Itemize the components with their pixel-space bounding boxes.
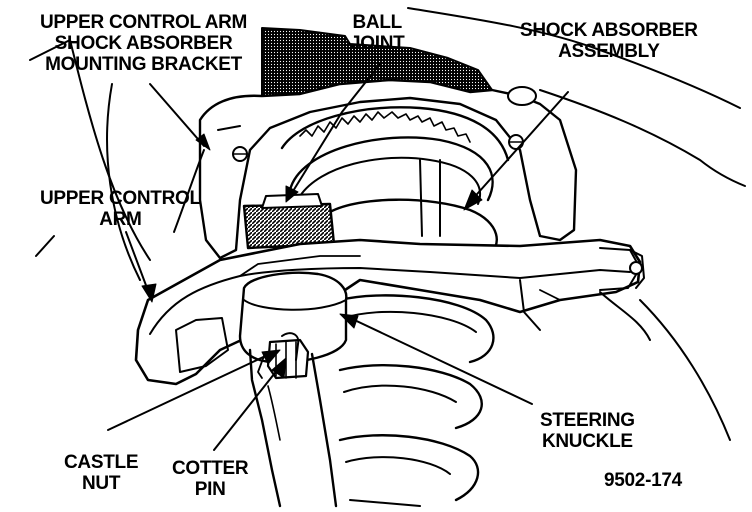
arrow-ball-joint xyxy=(285,185,299,203)
wheelwell-line xyxy=(29,39,71,61)
label-cotter-pin: COTTER PIN xyxy=(172,458,249,500)
ball-joint-cup xyxy=(238,271,348,364)
leader-ball-joint xyxy=(289,63,381,197)
arrow-upper-mount xyxy=(195,133,211,151)
arm-bolt xyxy=(629,261,643,275)
leader-cotter-pin xyxy=(213,363,283,451)
dash-mark xyxy=(35,235,55,257)
bracket-tab xyxy=(507,86,537,106)
label-shock-absorber-assembly: SHOCK ABSORBER ASSEMBLY xyxy=(520,20,698,62)
arrow-shock xyxy=(463,189,483,211)
wheelwell-curve xyxy=(69,39,151,261)
bracket-edge xyxy=(173,149,205,233)
cotter-pin xyxy=(281,332,300,361)
leader-knuckle xyxy=(345,315,533,405)
spring-seat-top xyxy=(280,106,510,162)
castle-nut xyxy=(266,338,310,380)
spring-seat-teeth xyxy=(299,111,471,143)
shock-body xyxy=(419,159,423,237)
bracket-edge-2 xyxy=(217,125,241,131)
label-steering-knuckle: STEERING KNUCKLE xyxy=(540,410,635,452)
coil-spring-mid xyxy=(328,198,498,260)
arrow-upper-arm xyxy=(141,283,157,303)
wheelwell-curve-2 xyxy=(106,83,141,281)
fender-line-right xyxy=(539,89,746,187)
arrow-cotter-pin xyxy=(271,357,287,379)
ball-joint-stem xyxy=(261,193,323,209)
arm-flange xyxy=(175,317,229,373)
coil-spring-bottom xyxy=(338,363,483,430)
arm-inner-edge xyxy=(149,267,631,335)
coil-spring-lower xyxy=(338,294,495,364)
label-ball-joint: BALL JOINT xyxy=(350,12,405,54)
leader-upper-mount xyxy=(149,83,205,147)
leader-shock xyxy=(469,91,569,203)
fender-line-top xyxy=(407,7,741,109)
upper-control-arm xyxy=(134,238,642,386)
leader-castle-nut xyxy=(107,351,275,431)
label-upper-mount-bracket: UPPER CONTROL ARM SHOCK ABSORBER MOUNTIN… xyxy=(40,12,248,75)
label-upper-control-arm: UPPER CONTROL ARM xyxy=(40,188,201,230)
arm-rear-bracket xyxy=(599,291,651,341)
label-castle-nut: CASTLE NUT xyxy=(64,452,139,494)
figure-number: 9502-174 xyxy=(604,470,682,491)
steering-knuckle xyxy=(248,348,282,508)
arrow-knuckle xyxy=(339,313,359,329)
knuckle-sweep-line xyxy=(639,299,731,441)
arrow-castle-nut xyxy=(261,349,281,365)
